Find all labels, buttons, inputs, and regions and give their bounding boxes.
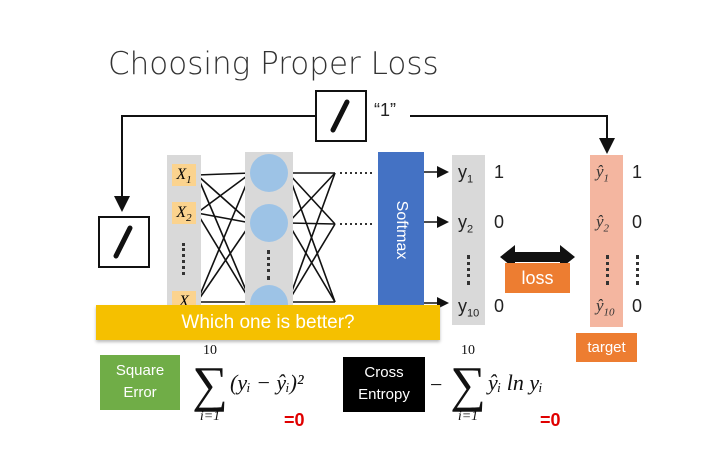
sum-symbol: 10 ∑ i=1 — [450, 343, 486, 424]
output-y1-value: 1 — [494, 162, 505, 182]
target-y2: ŷ2 — [596, 212, 610, 235]
hidden-node — [250, 204, 288, 242]
network-edge — [287, 222, 336, 225]
network-edge — [196, 212, 252, 224]
digit-image-top — [315, 90, 367, 142]
ellipsis-vertical — [606, 255, 609, 285]
output-column — [452, 155, 485, 325]
network-edge — [196, 172, 252, 176]
cross-entropy-result: =0 — [540, 410, 561, 430]
square-error-result: =0 — [284, 410, 305, 430]
target-column — [590, 155, 623, 327]
digit-one-icon — [113, 225, 133, 259]
input-xn: X — [172, 291, 196, 305]
input-x1: X1 — [172, 164, 196, 186]
minus-sign: − — [430, 372, 443, 397]
output-y2-value: 0 — [494, 212, 505, 232]
ellipsis-vertical — [182, 243, 185, 275]
ellipsis-vertical — [267, 250, 270, 280]
target-y10-value: 0 — [632, 296, 643, 316]
softmax-block: Softmax — [378, 152, 424, 307]
target-label: target — [576, 333, 637, 362]
hidden-node — [250, 154, 288, 192]
input-x2: X2 — [172, 202, 196, 224]
output-y10: y10 — [458, 296, 480, 320]
double-arrow-icon — [500, 245, 575, 269]
slide-title: Choosing Proper Loss — [108, 46, 439, 82]
network-edge — [287, 223, 336, 303]
output-y2: y2 — [458, 212, 474, 236]
target-y1-value: 1 — [632, 162, 643, 182]
square-error-formula: (yᵢ − ŷᵢ)² — [230, 370, 304, 395]
output-y1: y1 — [458, 162, 474, 186]
hidden-node — [250, 285, 288, 305]
label-one: “1” — [374, 100, 396, 120]
target-y10: ŷ10 — [596, 296, 615, 319]
network-edge — [287, 172, 336, 303]
loss-label: loss — [505, 263, 570, 293]
network-edge — [196, 172, 252, 303]
output-y10-value: 0 — [494, 296, 505, 316]
ellipsis-vertical — [467, 255, 470, 285]
network-edge — [196, 172, 252, 214]
digit-one-icon — [330, 99, 350, 133]
question-banner: Which one is better? — [96, 305, 440, 340]
sum-symbol: 10 ∑ i=1 — [192, 343, 228, 424]
network-edge — [196, 222, 252, 303]
network-edge — [196, 212, 252, 303]
target-y2-value: 0 — [632, 212, 643, 232]
cross-entropy-formula: ŷᵢ ln yᵢ — [488, 370, 543, 395]
ellipsis-vertical — [636, 255, 639, 285]
target-y1: ŷ1 — [596, 162, 610, 185]
softmax-label: Softmax — [393, 200, 410, 259]
network-edge — [196, 174, 252, 224]
digit-image-input — [98, 216, 150, 268]
network-edge — [287, 172, 336, 224]
